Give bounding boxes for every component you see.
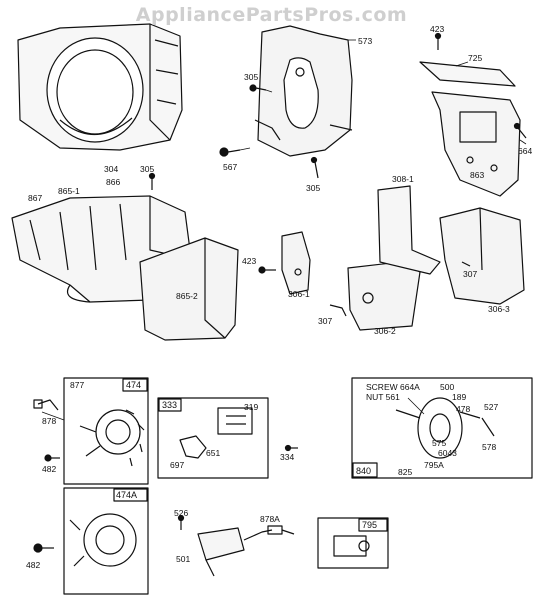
label-304: 304 — [104, 164, 118, 174]
baffle-306-3 — [439, 207, 525, 305]
baffle-306-2 — [347, 261, 421, 331]
label-526: 526 — [174, 508, 188, 518]
label-795: 795 — [362, 520, 377, 530]
label-482-bottom: 482 — [26, 560, 40, 570]
label-664: 664 — [518, 146, 532, 156]
label-474: 474 — [126, 380, 141, 390]
connector-878 — [33, 399, 59, 411]
label-307-right: 307 — [463, 269, 477, 279]
screw-482-bottom — [33, 543, 54, 553]
label-725: 725 — [468, 53, 482, 63]
label-308-1: 308-1 — [392, 174, 414, 184]
bracket-863 — [431, 91, 521, 197]
label-865-1: 865-1 — [58, 186, 80, 196]
label-878: 878 — [42, 416, 56, 426]
backing-plate-573 — [254, 25, 353, 157]
label-6043: 6043 — [438, 448, 457, 458]
label-527: 527 — [484, 402, 498, 412]
label-877: 877 — [70, 380, 84, 390]
label-573: 573 — [358, 36, 372, 46]
baffle-308-1 — [377, 185, 441, 275]
label-482-top: 482 — [42, 464, 56, 474]
screw-423-top — [434, 32, 442, 50]
label-825: 825 — [398, 467, 412, 477]
screw-305-mid — [148, 172, 156, 190]
label-319: 319 — [244, 402, 258, 412]
label-307-left: 307 — [318, 316, 332, 326]
box-795 — [317, 517, 389, 569]
baffle-306-1 — [281, 231, 311, 295]
box-333 — [157, 397, 269, 479]
screw-334 — [284, 444, 298, 452]
label-423-mid: 423 — [242, 256, 256, 266]
label-screw-664a: SCREW 664A — [366, 382, 420, 392]
screw-664 — [513, 122, 527, 139]
box-474 — [63, 377, 149, 485]
label-334: 334 — [280, 452, 294, 462]
label-575: 575 — [432, 438, 446, 448]
label-697: 697 — [170, 460, 184, 470]
screw-482-top — [44, 454, 60, 462]
label-306-2: 306-2 — [374, 326, 396, 336]
label-306-3: 306-3 — [488, 304, 510, 314]
label-306-1: 306-1 — [288, 289, 310, 299]
screw-423-mid — [258, 266, 276, 274]
gasket-725 — [419, 61, 516, 87]
label-863: 863 — [470, 170, 484, 180]
label-nut-561: NUT 561 — [366, 392, 400, 402]
blower-housing-304 — [17, 23, 183, 151]
label-840: 840 — [356, 466, 371, 476]
shield-865-2 — [139, 237, 239, 341]
label-189: 189 — [452, 392, 466, 402]
screw-526 — [177, 514, 185, 530]
label-474a: 474A — [116, 490, 137, 500]
screw-305-bottom — [310, 156, 319, 179]
label-423-top: 423 — [430, 24, 444, 34]
label-500: 500 — [440, 382, 454, 392]
label-651: 651 — [206, 448, 220, 458]
screw-305-top — [249, 84, 267, 92]
label-305-bottom: 305 — [306, 183, 320, 193]
label-305-mid: 305 — [140, 164, 154, 174]
label-867: 867 — [28, 193, 42, 203]
label-578: 578 — [482, 442, 496, 452]
label-865-2: 865-2 — [176, 291, 198, 301]
label-333: 333 — [162, 400, 177, 410]
label-501: 501 — [176, 554, 190, 564]
connector-878a — [267, 525, 295, 535]
label-878a: 878A — [260, 514, 280, 524]
box-840 — [351, 377, 533, 479]
label-567: 567 — [223, 162, 237, 172]
label-478: 478 — [456, 404, 470, 414]
watermark: AppliancePartsPros.com — [135, 4, 408, 26]
label-866: 866 — [106, 177, 120, 187]
clip-307-left — [329, 304, 347, 317]
box-474a — [63, 487, 149, 595]
clip-307-right — [461, 261, 471, 267]
rectifier-501 — [197, 527, 273, 577]
screw-567 — [219, 147, 241, 157]
label-305-top: 305 — [244, 72, 258, 82]
label-795a: 795A — [424, 460, 444, 470]
